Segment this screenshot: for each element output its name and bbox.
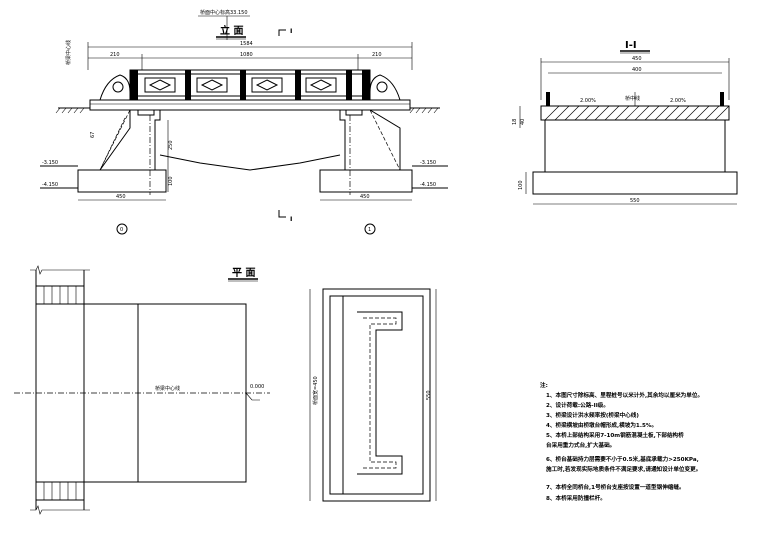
plan-right-abutment: 桥面宽=450 550 — [309, 288, 437, 502]
note-item: 2、设计荷载:公路-II级。 — [546, 401, 609, 409]
section-slope-center: 桥中线 — [625, 95, 640, 102]
left-vertical-label: 桥梁中心线 — [65, 40, 72, 65]
level-right-top: -3.150 — [420, 160, 436, 166]
section-dim-bottom: 550 — [630, 198, 640, 204]
deck-elevation-label: 桥面中心标高 — [200, 9, 230, 16]
note-item: 施工时,若发现实际地质条件不满足要求,请通知设计单位变更。 — [546, 465, 701, 473]
section-slope-left: 2.00% — [580, 98, 596, 104]
plan-center-value: 0.000 — [250, 384, 264, 390]
dim-total: 1584 — [240, 41, 253, 47]
note-item: 4、桥梁横坡由桥墩台帽形成,横坡为1.5%。 — [546, 421, 657, 429]
section-slope-right: 2.00% — [670, 98, 686, 104]
right-abutment: 450 -3.150 -4.150 — [319, 109, 448, 201]
notes: 注: 1、本图尺寸除标高、里程桩号以米计外,其余均以厘米为单位。 2、设计荷载:… — [540, 381, 703, 502]
section-title: I-I — [625, 40, 637, 51]
level-right-bot: -4.150 — [420, 182, 436, 188]
dim-right-end: 210 — [372, 52, 382, 58]
deck-elevation-value: 33.150 — [230, 10, 248, 16]
elevation-title: 立 面 — [220, 24, 243, 37]
note-item: 台采用重力式台,扩大基础。 — [546, 441, 615, 449]
note-item: 5、本桥上部结构采用7-10m钢筋混凝土板,下部结构桥 — [546, 431, 684, 439]
note-item: 3、桥梁设计洪水频率按(桥梁中心线) — [546, 411, 639, 419]
plan-right-dim: 550 — [426, 390, 432, 400]
dim-footing-height-left: 100 — [168, 176, 174, 186]
dim-found-left: 450 — [116, 194, 126, 200]
note-item: 1、本图尺寸除标高、里程桩号以米计外,其余均以厘米为单位。 — [546, 391, 703, 399]
section-dim-left-small: 18 — [512, 119, 518, 125]
note-item: 6、桥台基础持力层需要不小于0.5米,基底承载力>250KPa, — [546, 455, 699, 463]
section-mark-top: I — [290, 27, 292, 35]
dim-found-right: 450 — [360, 194, 370, 200]
elevation-view: 桥面中心标高 33.150 立 面 I I 桥梁中心线 1584 210 108… — [40, 9, 448, 235]
dim-left-side: 67 — [90, 132, 96, 138]
railing — [99, 69, 401, 101]
pier-label-0: 0 — [120, 227, 123, 233]
section-view: I-I 450 400 2.00% 桥中线 2.00% — [512, 40, 738, 205]
pier-label-1: 1 — [368, 227, 371, 233]
plan-left-vertical: 桥面宽=450 — [312, 376, 319, 405]
note-item: 7、本桥全同桥台,1号桥台支座按设置一道型钢伸缩缝。 — [546, 483, 685, 491]
section-dim-left-small2: 40 — [520, 119, 526, 125]
level-left-top: -3.150 — [42, 160, 58, 166]
section-dim-second: 400 — [632, 67, 642, 73]
section-dim-top: 450 — [632, 56, 642, 62]
plan-view: 平 面 桥梁中心线 0.000 — [14, 265, 437, 515]
dim-left-end: 210 — [110, 52, 120, 58]
note-item: 8、本桥采用防撞栏杆。 — [546, 494, 606, 502]
plan-title: 平 面 — [232, 267, 255, 279]
dim-pier-height-left: 250 — [168, 140, 174, 150]
section-mark-bottom: I — [290, 215, 292, 223]
notes-heading: 注: — [540, 381, 548, 389]
dim-middle: 1080 — [240, 52, 253, 58]
plan-center-line: 桥梁中心线 — [155, 385, 180, 392]
left-abutment: 67 250 100 450 -3.150 -4.150 — [40, 109, 174, 201]
level-left-bot: -4.150 — [42, 182, 58, 188]
section-dim-footing: 100 — [518, 180, 524, 190]
